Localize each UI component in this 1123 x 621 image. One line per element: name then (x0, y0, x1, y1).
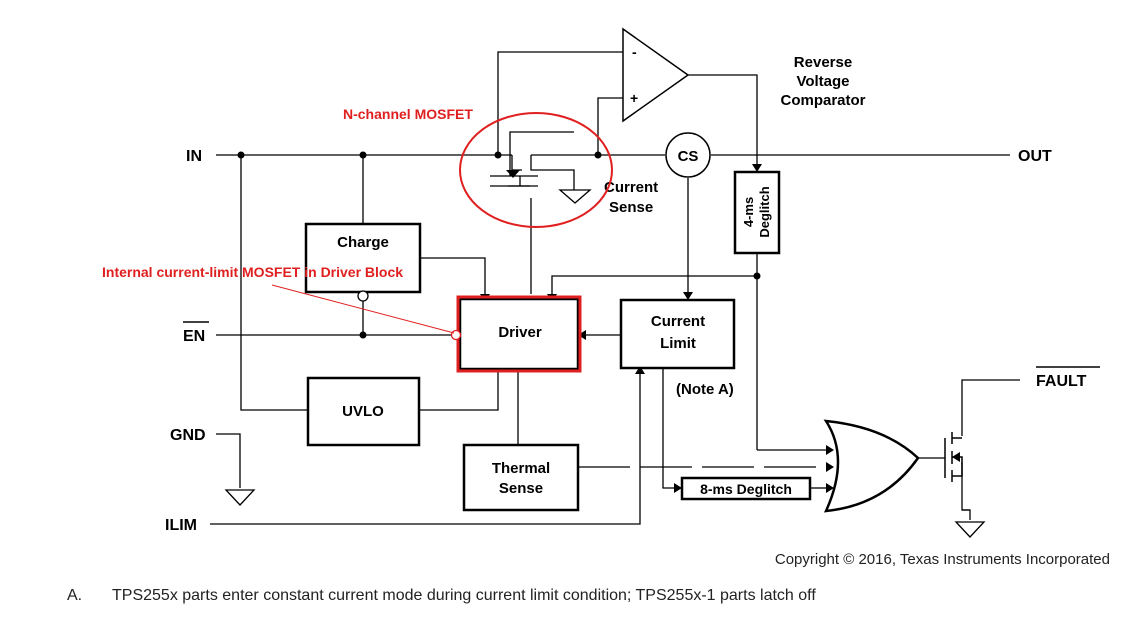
current-limit-label-1: Current (651, 313, 705, 330)
driver-label: Driver (498, 324, 542, 341)
note-a-label: (Note A) (676, 381, 734, 398)
deglitch-4ms-label-2: Deglitch (757, 186, 772, 237)
uvlo-label: UVLO (342, 403, 384, 420)
thermal-sense-block (462, 443, 580, 512)
current-limit-block (619, 298, 736, 370)
driver-enable-bubble (450, 329, 462, 341)
internal-limit-annotation: Internal current-limit MOSFET in Driver … (102, 264, 403, 280)
fault-ground-icon (954, 521, 986, 538)
current-sense-label-2: Sense (609, 199, 653, 216)
sense-ground-icon (558, 189, 592, 204)
driver-block (458, 297, 580, 371)
gnd-ground-icon (224, 489, 256, 506)
thermal-sense-label-2: Sense (499, 480, 543, 497)
uvlo-block (306, 376, 421, 447)
fault-fet-arrow (952, 452, 960, 462)
pin-gnd-label: GND (170, 427, 206, 444)
comparator-label-2: Voltage (796, 73, 849, 90)
footnote-marker: A. (67, 587, 82, 604)
mosfet-body-arrow (506, 170, 520, 178)
charge-pump-block (304, 222, 422, 294)
mosfet-highlight-circle (459, 112, 613, 228)
current-sense-label-1: Current (604, 179, 658, 196)
comparator-label-1: Reverse (794, 54, 852, 71)
mosfet-annotation: N-channel MOSFET (343, 106, 473, 122)
junction-dots (237, 151, 761, 339)
current-sense-circle (665, 132, 711, 178)
deglitch-4ms-label-1: 4-ms (741, 197, 756, 227)
pin-fault-label: FAULT (1036, 373, 1087, 390)
n-channel-mosfet-symbol (490, 131, 575, 190)
deglitch-4ms-block (733, 170, 781, 255)
enable-inverter-bubble (357, 290, 369, 302)
reverse-voltage-comparator (622, 27, 690, 123)
or-gate (823, 419, 920, 513)
annotation-pointer-line (271, 284, 455, 334)
pin-out-label: OUT (1018, 148, 1052, 165)
comparator-plus-sign: + (630, 90, 638, 106)
current-limit-label-2: Limit (660, 335, 696, 352)
deglitch-8ms-block (680, 476, 812, 501)
footnote-text: TPS255x parts enter constant current mod… (112, 587, 816, 604)
pin-ilim-label: ILIM (165, 517, 197, 534)
pin-in-label: IN (186, 148, 202, 165)
copyright-text: Copyright © 2016, Texas Instruments Inco… (775, 551, 1110, 568)
thermal-sense-label-1: Thermal (492, 460, 550, 477)
deglitch-8ms-label: 8-ms Deglitch (700, 481, 792, 497)
comparator-minus-sign: - (632, 44, 637, 60)
charge-pump-label: Charge (337, 234, 389, 251)
cs-label: CS (678, 148, 699, 165)
comparator-label-3: Comparator (780, 92, 865, 109)
pin-en-label: EN (183, 328, 205, 345)
